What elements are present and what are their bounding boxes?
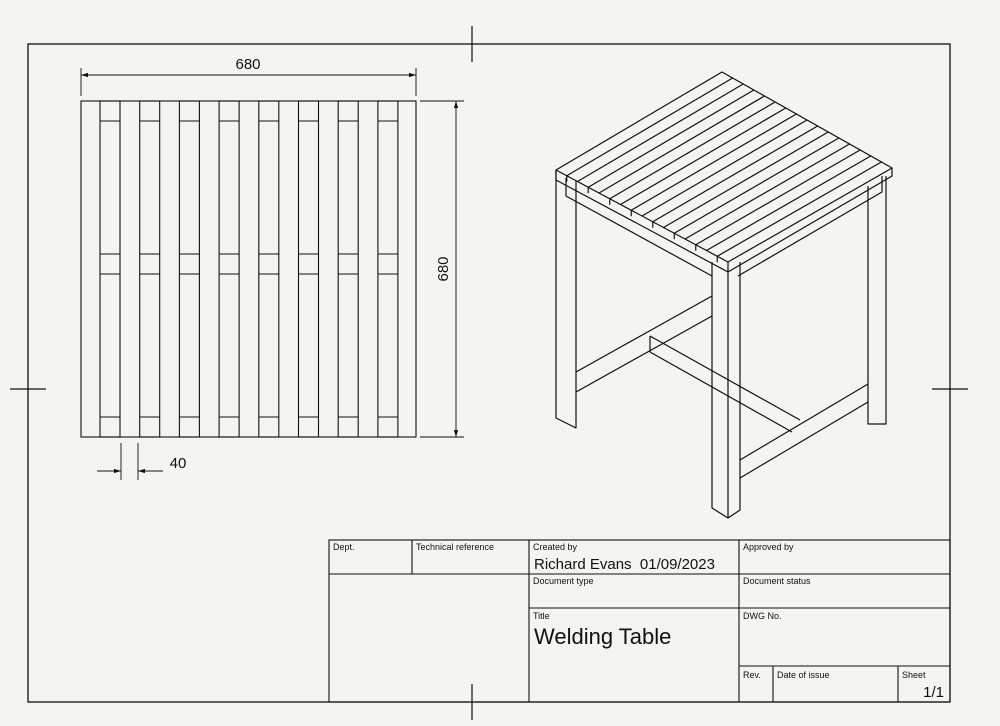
iso-slat-edge [630,113,797,211]
revision-label: Rev. [743,670,761,680]
title-block [328,539,951,703]
created-by-value: Richard Evans 01/09/2023 [534,556,715,573]
drawing-title: Welding Table [534,624,671,649]
iso-slat-edge [609,101,776,200]
sheet-number: 1/1 [923,684,944,701]
iso-slat-edge [641,119,808,217]
document-status-label: Document status [743,576,811,586]
iso-slat-edge [587,89,755,188]
iso-slat-edge [577,83,744,183]
dimension-top-width [80,68,417,96]
iso-slat-edge [673,137,840,234]
dimension-label-top-width: 680 [235,56,260,73]
plan-slat [258,100,280,438]
dimension-label-slat-width: 40 [170,455,187,472]
iso-slat-edge [663,131,829,229]
title-label: Title [533,611,550,621]
iso-slat-edge [566,77,733,177]
iso-slat-edge [684,143,850,240]
plan-slat [297,100,320,438]
plan-slat [377,100,399,438]
iso-slat-edge [620,107,787,206]
iso-slat-edge [598,95,765,194]
plan-slat [337,100,359,438]
document-type-label: Document type [533,576,594,586]
isometric-view [555,71,893,519]
plan-slat [99,100,121,438]
technical-reference-label: Technical reference [416,542,494,552]
plan-slat [139,100,161,438]
plan-slat [218,100,240,438]
dimension-label-side-height: 680 [435,256,452,281]
sheet-label: Sheet [902,670,926,680]
iso-slat-edge [652,125,818,223]
top-view [80,100,417,438]
approved-by-label: Approved by [743,542,794,552]
dimension-side-height [420,100,464,438]
iso-slat-edge [695,149,861,246]
dept-label: Dept. [333,542,355,552]
date-of-issue-label: Date of issue [777,670,830,680]
iso-slat-edge [716,161,882,257]
created-by-label: Created by [533,542,578,552]
centering-marks [10,26,968,720]
dwg-number-label: DWG No. [743,611,782,621]
iso-slat-edge [706,155,872,252]
plan-slat [178,100,200,438]
dimension-slat-width [97,443,163,480]
